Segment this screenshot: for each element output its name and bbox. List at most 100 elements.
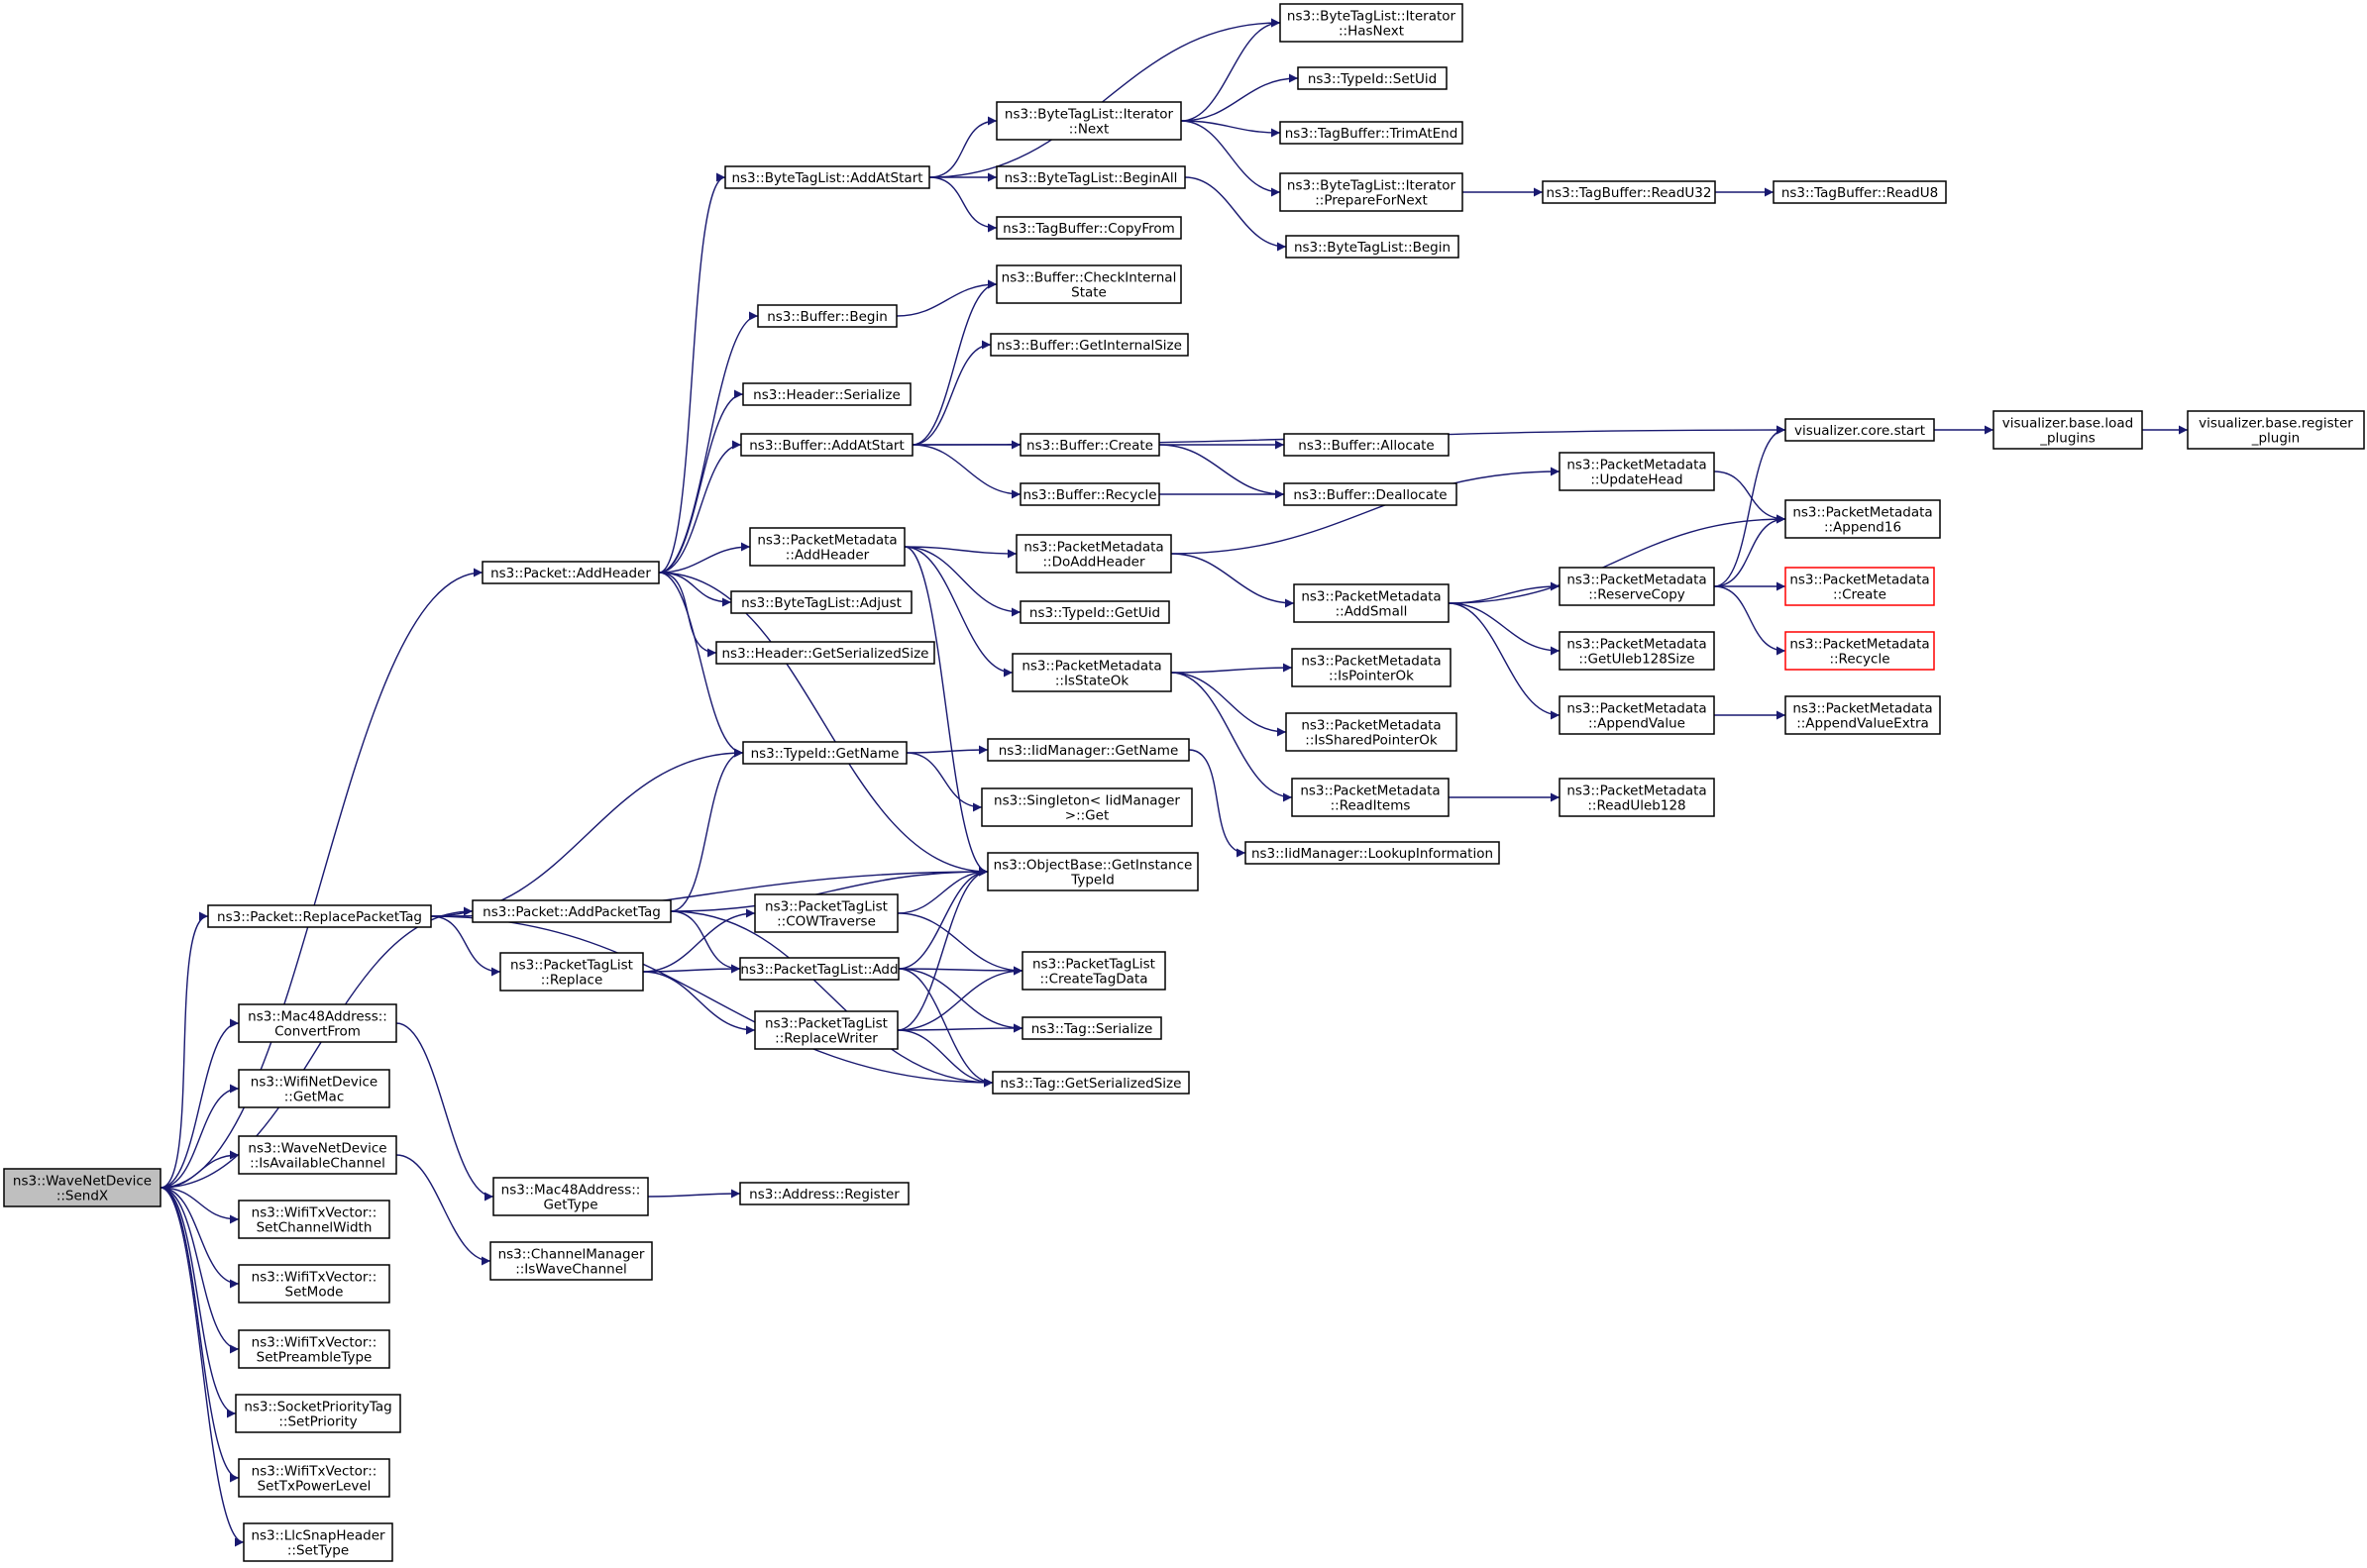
node-setPriority[interactable]: ns3::SocketPriorityTag::SetPriority	[235, 1394, 401, 1433]
node-box	[1279, 3, 1463, 43]
node-typeIdGetUid[interactable]: ns3::TypeId::GetUid	[1020, 600, 1170, 624]
node-lookupInfo[interactable]: ns3::IidManager::LookupInformation	[1244, 841, 1500, 865]
node-ptlReplace[interactable]: ns3::PacketTagList::Replace	[499, 952, 644, 992]
node-box	[238, 1264, 390, 1304]
edge-root-to-convertFrom	[160, 1018, 240, 1189]
node-readUleb128[interactable]: ns3::PacketMetadata::ReadUleb128	[1559, 778, 1715, 817]
node-reserveCopy[interactable]: ns3::PacketMetadata::ReserveCopy	[1559, 567, 1715, 606]
node-setMode[interactable]: ns3::WifiTxVector::SetMode	[238, 1264, 390, 1304]
node-label: ns3::TagBuffer::TrimAtEnd	[1285, 126, 1458, 142]
edge-bufAddAtStart-to-bufRecycle	[912, 444, 1022, 499]
node-label: ns3::Packet::AddPacketTag	[483, 904, 661, 920]
node-readU8[interactable]: ns3::TagBuffer::ReadU8	[1773, 180, 1947, 204]
node-createTagData[interactable]: ns3::PacketTagList::CreateTagData	[1022, 951, 1166, 991]
node-pmCreate[interactable]: ns3::PacketMetadata::Create	[1784, 567, 1935, 606]
node-cowTraverse[interactable]: ns3::PacketTagList::COWTraverse	[754, 893, 899, 933]
node-hdrSerialize[interactable]: ns3::Header::Serialize	[742, 382, 912, 406]
node-label: ns3::WifiTxVector::	[252, 1335, 377, 1351]
node-hdrGetSerSize[interactable]: ns3::Header::GetSerializedSize	[715, 641, 935, 665]
node-updateHead[interactable]: ns3::PacketMetadata::UpdateHead	[1559, 452, 1715, 491]
node-addrRegister[interactable]: ns3::Address::Register	[739, 1182, 910, 1205]
node-appendValue[interactable]: ns3::PacketMetadata::AppendValue	[1559, 695, 1715, 735]
node-ptlAdd[interactable]: ns3::PacketTagList::Add	[739, 957, 900, 981]
node-bufAllocate[interactable]: ns3::Buffer::Allocate	[1283, 433, 1450, 457]
node-iterNext[interactable]: ns3::ByteTagList::Iterator::Next	[996, 101, 1182, 141]
node-tagGetSerSize[interactable]: ns3::Tag::GetSerializedSize	[992, 1071, 1190, 1095]
node-isPointerOk[interactable]: ns3::PacketMetadata::IsPointerOk	[1291, 648, 1452, 687]
node-isSharedPointerOk[interactable]: ns3::PacketMetadata::IsSharedPointerOk	[1285, 712, 1457, 752]
node-pmRecycle[interactable]: ns3::PacketMetadata::Recycle	[1784, 631, 1935, 671]
node-doAddHeader[interactable]: ns3::PacketMetadata::DoAddHeader	[1016, 534, 1172, 574]
node-pmAddHeader[interactable]: ns3::PacketMetadata::AddHeader	[749, 527, 906, 567]
node-setType[interactable]: ns3::LlcSnapHeader::SetType	[243, 1522, 393, 1562]
node-vizRegisterPlugin[interactable]: visualizer.base.register_plugin	[2187, 410, 2365, 450]
node-box	[1022, 951, 1166, 991]
node-addPacketTag[interactable]: ns3::Packet::AddPacketTag	[472, 899, 672, 923]
edge-root-to-isAvailableChannel	[160, 1150, 240, 1189]
node-box	[492, 1177, 649, 1216]
node-typeIdGetName[interactable]: ns3::TypeId::GetName	[742, 741, 908, 765]
node-setUid[interactable]: ns3::TypeId::SetUid	[1297, 66, 1448, 90]
node-singletonGet[interactable]: ns3::Singleton< IidManager>::Get	[981, 787, 1193, 827]
node-setChannelWidth[interactable]: ns3::WifiTxVector::SetChannelWidth	[238, 1200, 390, 1239]
node-prepareForNext[interactable]: ns3::ByteTagList::Iterator::PrepareForNe…	[1279, 172, 1463, 212]
node-bufRecycle[interactable]: ns3::Buffer::Recycle	[1020, 482, 1160, 506]
node-label: ns3::PacketMetadata	[757, 533, 897, 549]
node-convertFrom[interactable]: ns3::Mac48Address::ConvertFrom	[238, 1003, 397, 1043]
node-label: ns3::PacketMetadata	[1566, 573, 1706, 588]
node-readU32[interactable]: ns3::TagBuffer::ReadU32	[1542, 180, 1716, 204]
node-label: SetTxPowerLevel	[258, 1479, 372, 1495]
node-isWaveChannel[interactable]: ns3::ChannelManager::IsWaveChannel	[489, 1241, 653, 1281]
node-tagSerialize[interactable]: ns3::Tag::Serialize	[1022, 1016, 1162, 1040]
node-addSmall[interactable]: ns3::PacketMetadata::AddSmall	[1293, 583, 1450, 623]
node-btlAdjust[interactable]: ns3::ByteTagList::Adjust	[730, 590, 913, 614]
node-getUleb128Size[interactable]: ns3::PacketMetadata::GetUleb128Size	[1559, 631, 1715, 671]
node-label: ns3::Buffer::Deallocate	[1293, 487, 1447, 503]
node-getInternalSize[interactable]: ns3::Buffer::GetInternalSize	[990, 333, 1189, 357]
node-label: ns3::Mac48Address::	[248, 1009, 387, 1025]
node-label: ::ReserveCopy	[1588, 587, 1685, 603]
node-bufAddAtStart[interactable]: ns3::Buffer::AddAtStart	[740, 433, 914, 457]
node-replacePacketTag[interactable]: ns3::Packet::ReplacePacketTag	[207, 904, 432, 928]
node-label: ns3::WifiTxVector::	[252, 1205, 377, 1221]
node-label: ns3::Buffer::Recycle	[1022, 487, 1156, 503]
node-getMac[interactable]: ns3::WifiNetDevice::GetMac	[238, 1069, 390, 1108]
node-box	[243, 1522, 393, 1562]
node-root[interactable]: ns3::WaveNetDevice::SendX	[3, 1168, 161, 1207]
node-setPreambleType[interactable]: ns3::WifiTxVector::SetPreambleType	[238, 1329, 390, 1369]
node-setTxPowerLevel[interactable]: ns3::WifiTxVector::SetTxPowerLevel	[238, 1458, 390, 1498]
node-appendValueExtra[interactable]: ns3::PacketMetadata::AppendValueExtra	[1784, 695, 1941, 735]
node-beginAll[interactable]: ns3::ByteTagList::BeginAll	[996, 165, 1186, 189]
node-btlBegin[interactable]: ns3::ByteTagList::Begin	[1285, 235, 1459, 259]
node-box	[1016, 534, 1172, 574]
node-bufCreate[interactable]: ns3::Buffer::Create	[1020, 433, 1160, 457]
node-hasNext[interactable]: ns3::ByteTagList::Iterator::HasNext	[1279, 3, 1463, 43]
node-label: ::COWTraverse	[777, 914, 876, 930]
node-addHeader[interactable]: ns3::Packet::AddHeader	[482, 561, 660, 584]
node-isStateOk[interactable]: ns3::PacketMetadata::IsStateOk	[1012, 653, 1172, 692]
node-trimAtEnd[interactable]: ns3::TagBuffer::TrimAtEnd	[1279, 121, 1463, 145]
node-btlAddAtStart[interactable]: ns3::ByteTagList::AddAtStart	[724, 165, 930, 189]
node-vizStart[interactable]: visualizer.core.start	[1784, 418, 1935, 442]
node-append16[interactable]: ns3::PacketMetadata::Append16	[1784, 499, 1941, 539]
edge-updateHead-to-append16	[1713, 470, 1786, 524]
node-readItems[interactable]: ns3::PacketMetadata::ReadItems	[1291, 778, 1450, 817]
node-iidGetName[interactable]: ns3::IidManager::GetName	[987, 738, 1190, 762]
node-box	[987, 738, 1190, 762]
node-tbCopyFrom[interactable]: ns3::TagBuffer::CopyFrom	[996, 216, 1182, 240]
edge-iterNext-to-prepareForNext	[1180, 120, 1281, 197]
node-bufDeallocate[interactable]: ns3::Buffer::Deallocate	[1283, 482, 1457, 506]
edge-addHeader-to-getInstanceTypeId	[658, 572, 989, 877]
node-vizLoadPlugins[interactable]: visualizer.base.load_plugins	[1992, 410, 2143, 450]
node-macGetType[interactable]: ns3::Mac48Address::GetType	[492, 1177, 649, 1216]
node-replaceWriter[interactable]: ns3::PacketTagList::ReplaceWriter	[754, 1010, 899, 1050]
node-bufBegin[interactable]: ns3::Buffer::Begin	[757, 304, 898, 328]
node-box	[757, 304, 898, 328]
edge-btlAddAtStart-to-tbCopyFrom	[928, 176, 998, 233]
node-box	[990, 333, 1189, 357]
node-box	[754, 1010, 899, 1050]
node-isAvailableChannel[interactable]: ns3::WaveNetDevice::IsAvailableChannel	[238, 1135, 397, 1175]
node-label: ::GetMac	[284, 1090, 345, 1105]
